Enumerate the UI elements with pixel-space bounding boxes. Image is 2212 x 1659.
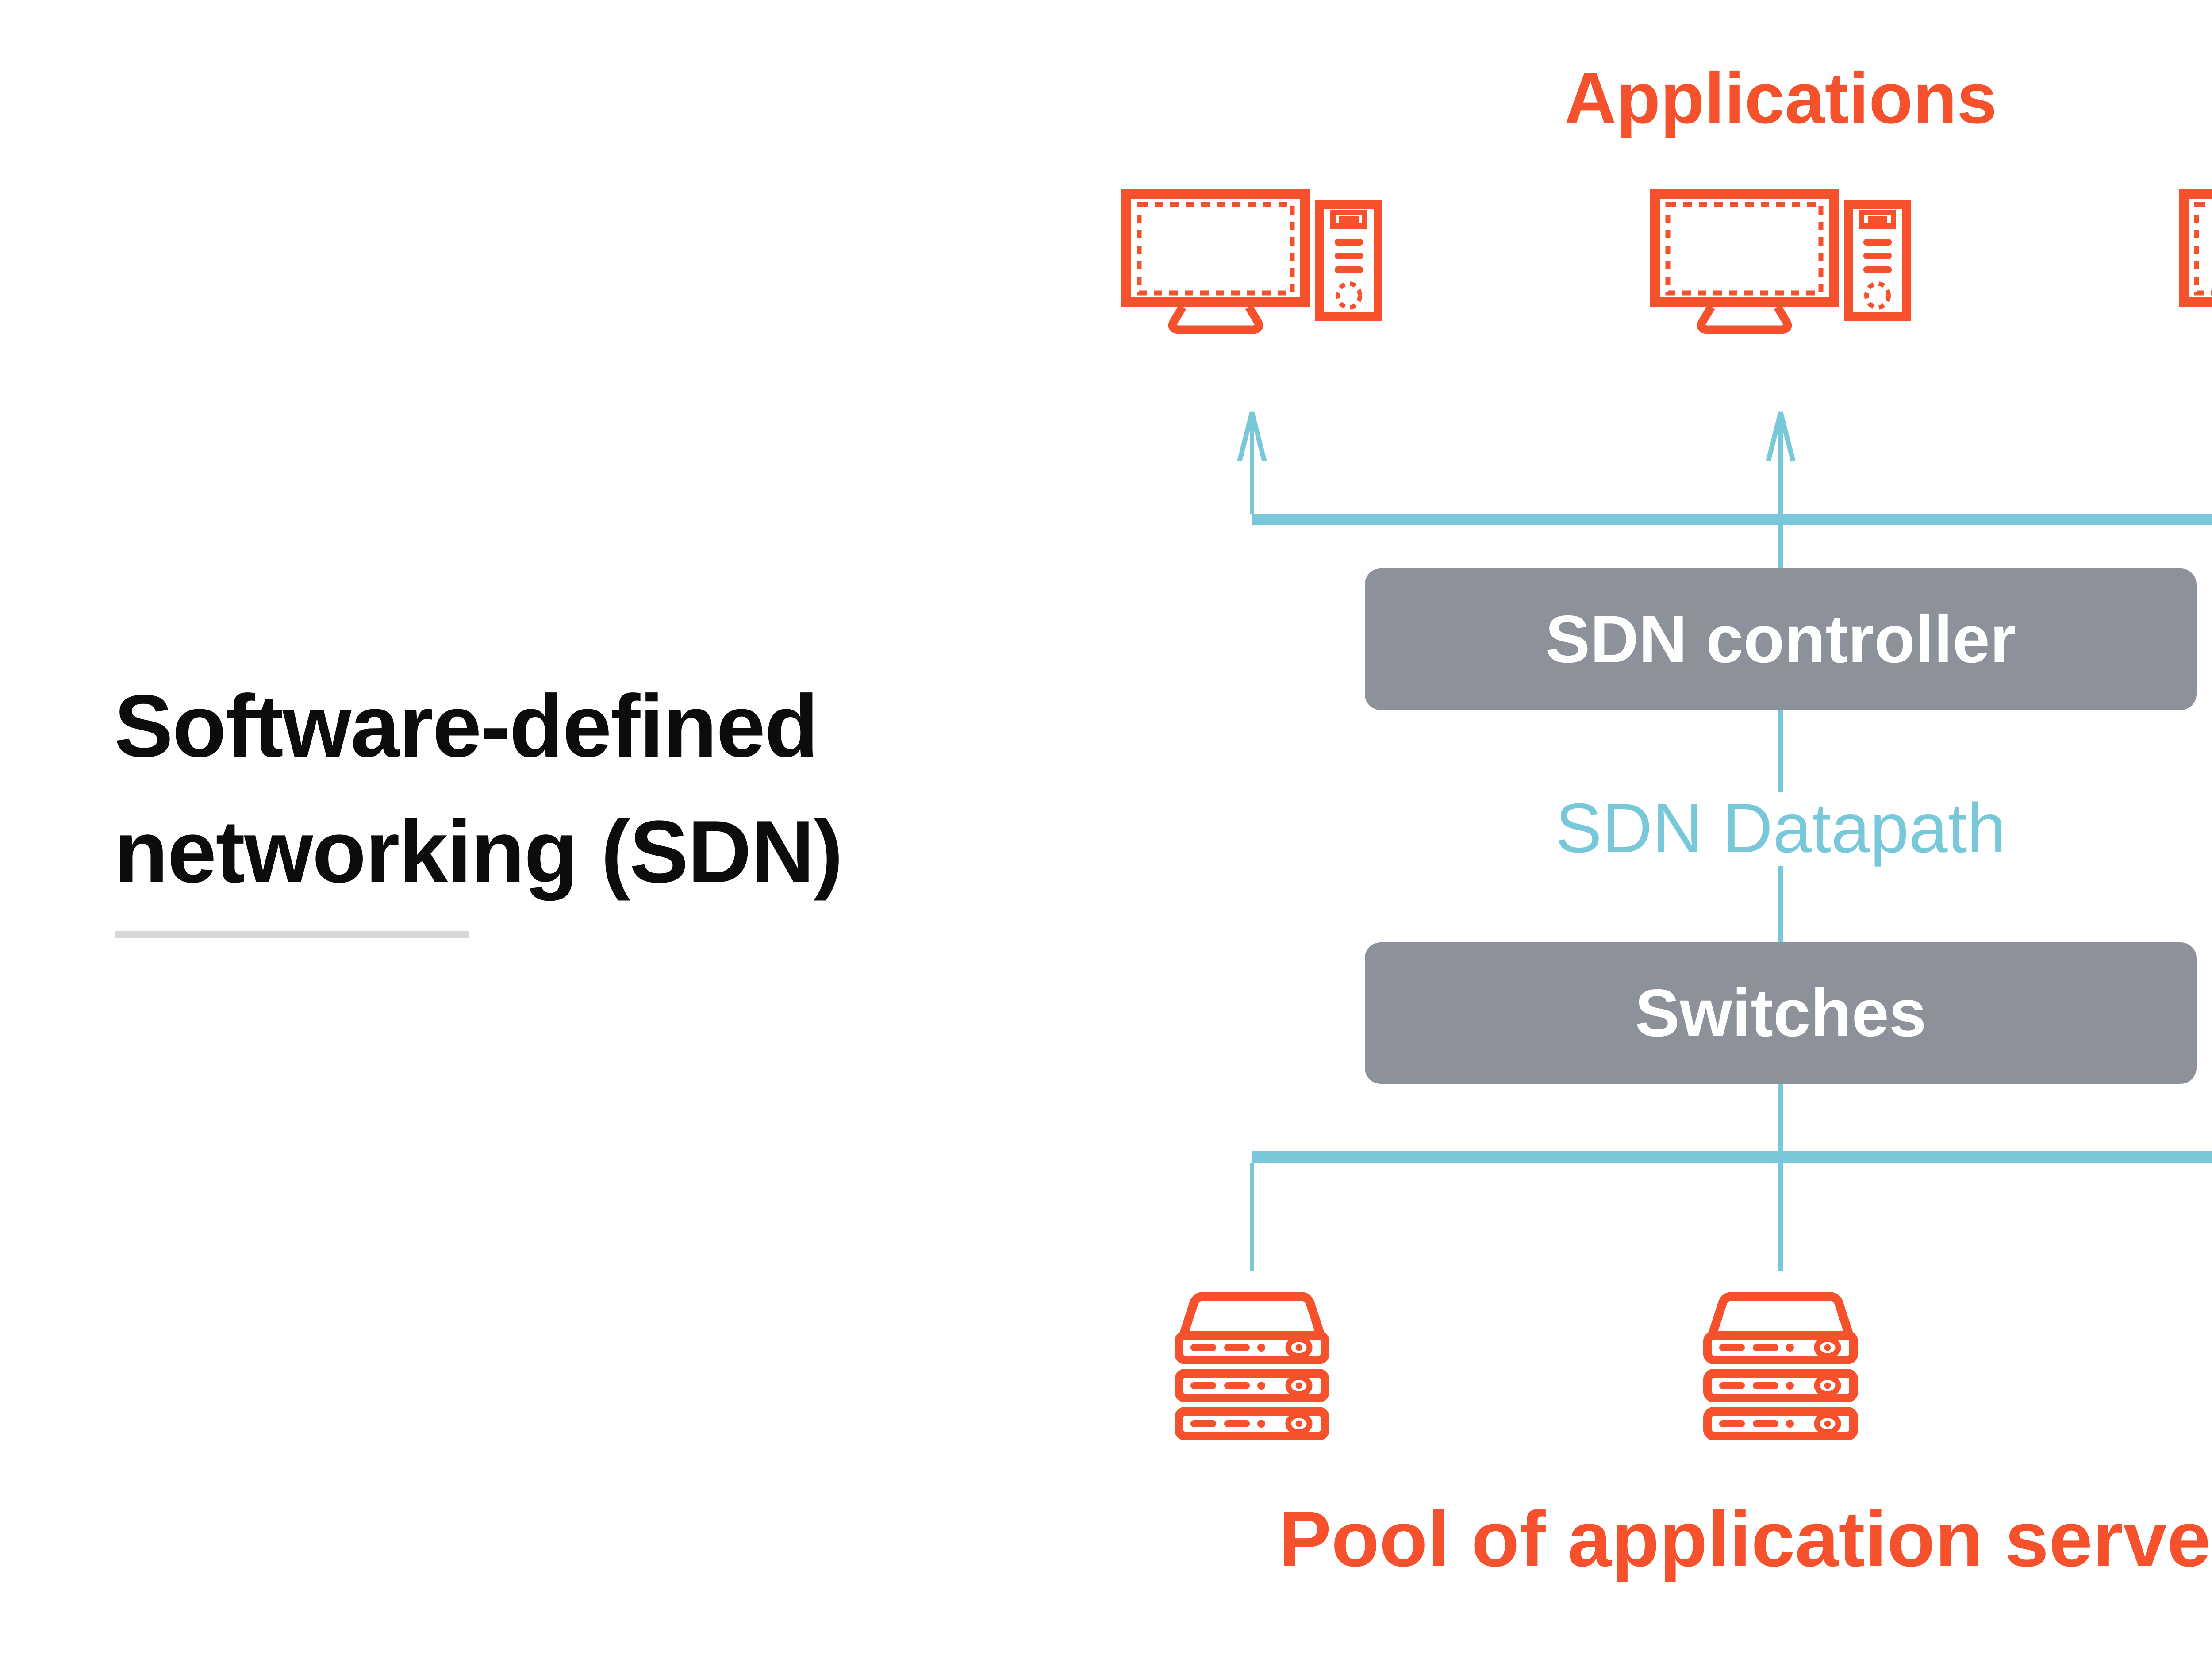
switches-box: Switches [1365,942,2197,1084]
sdn-controller-label: SDN controller [1545,602,2016,677]
server-rack-icon [1703,1291,1858,1444]
desktop-computer-icon [1650,189,1911,336]
switches-label: Switches [1635,975,1927,1051]
server-rack-icon [1175,1291,1329,1444]
up-arrowhead-icon-center [1766,411,1796,462]
page-title-line1: Software-defined [114,677,818,776]
title-underline-rule [115,931,469,938]
up-arrowhead-icon-left [1237,411,1267,462]
sdn-controller-box: SDN controller [1365,568,2197,710]
page-title: Software-defined networking (SDN) [114,664,1043,915]
desktop-computer-icon [2179,189,2212,336]
desktop-computer-icon [1121,189,1382,336]
sdn-datapath-label: SDN Datapath [1555,789,2006,867]
applications-heading: Applications [1564,58,1997,138]
servers-caption: Pool of application servers [1279,1495,2212,1583]
page-title-line2: networking (SDN) [114,803,843,901]
